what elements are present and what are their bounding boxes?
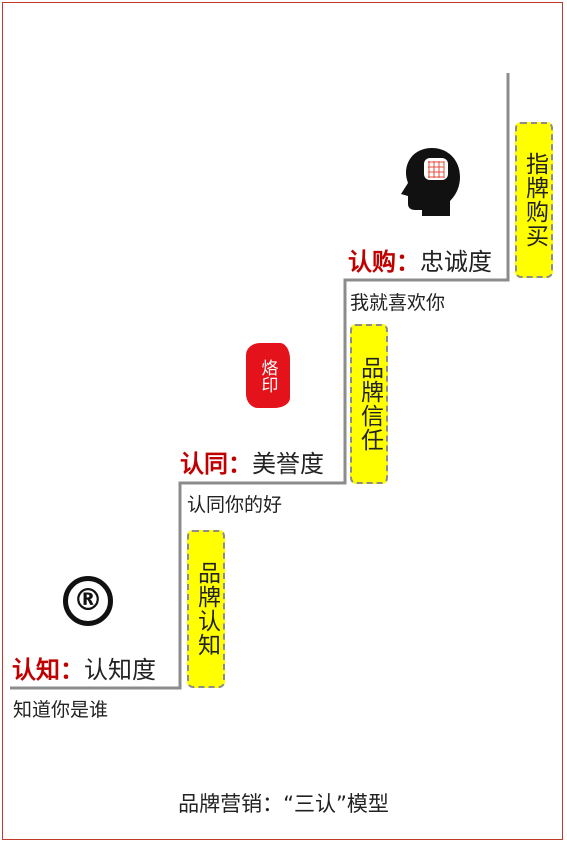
stage-separator: ：	[228, 450, 252, 478]
diagram-caption: 品牌营销：“三认”模型	[178, 792, 389, 816]
stage-key: 认知	[12, 656, 60, 684]
stage-caption-recognition: 认同你的好	[187, 494, 283, 516]
stage-caption-awareness: 知道你是谁	[13, 699, 109, 721]
stage-key: 认购	[348, 248, 396, 276]
stage-label-awareness: 认知：认知度	[12, 650, 156, 685]
seal-stamp-icon: 烙印	[246, 343, 290, 408]
stage-value: 忠诚度	[420, 248, 492, 276]
stage-separator: ：	[396, 248, 420, 276]
registered-trademark-icon: ®	[63, 576, 113, 626]
box-brand-awareness: 品牌认知	[187, 530, 225, 688]
seal-text: 烙印	[257, 358, 278, 393]
box-label: 品牌认知	[193, 561, 220, 657]
box-label: 品牌信任	[356, 356, 383, 452]
box-brand-trust: 品牌信任	[350, 324, 388, 484]
stage-label-recognition: 认同：美誉度	[180, 444, 324, 479]
box-label: 指牌购买	[521, 152, 548, 248]
stage-value: 认知度	[84, 656, 156, 684]
stage-value: 美誉度	[252, 450, 324, 478]
stage-caption-purchase: 我就喜欢你	[350, 292, 446, 314]
head-brain-icon	[401, 148, 460, 216]
stage-label-purchase: 认购：忠诚度	[348, 242, 492, 277]
stage-key: 认同	[180, 450, 228, 478]
box-brand-purchase: 指牌购买	[515, 122, 553, 278]
stage-separator: ：	[60, 656, 84, 684]
